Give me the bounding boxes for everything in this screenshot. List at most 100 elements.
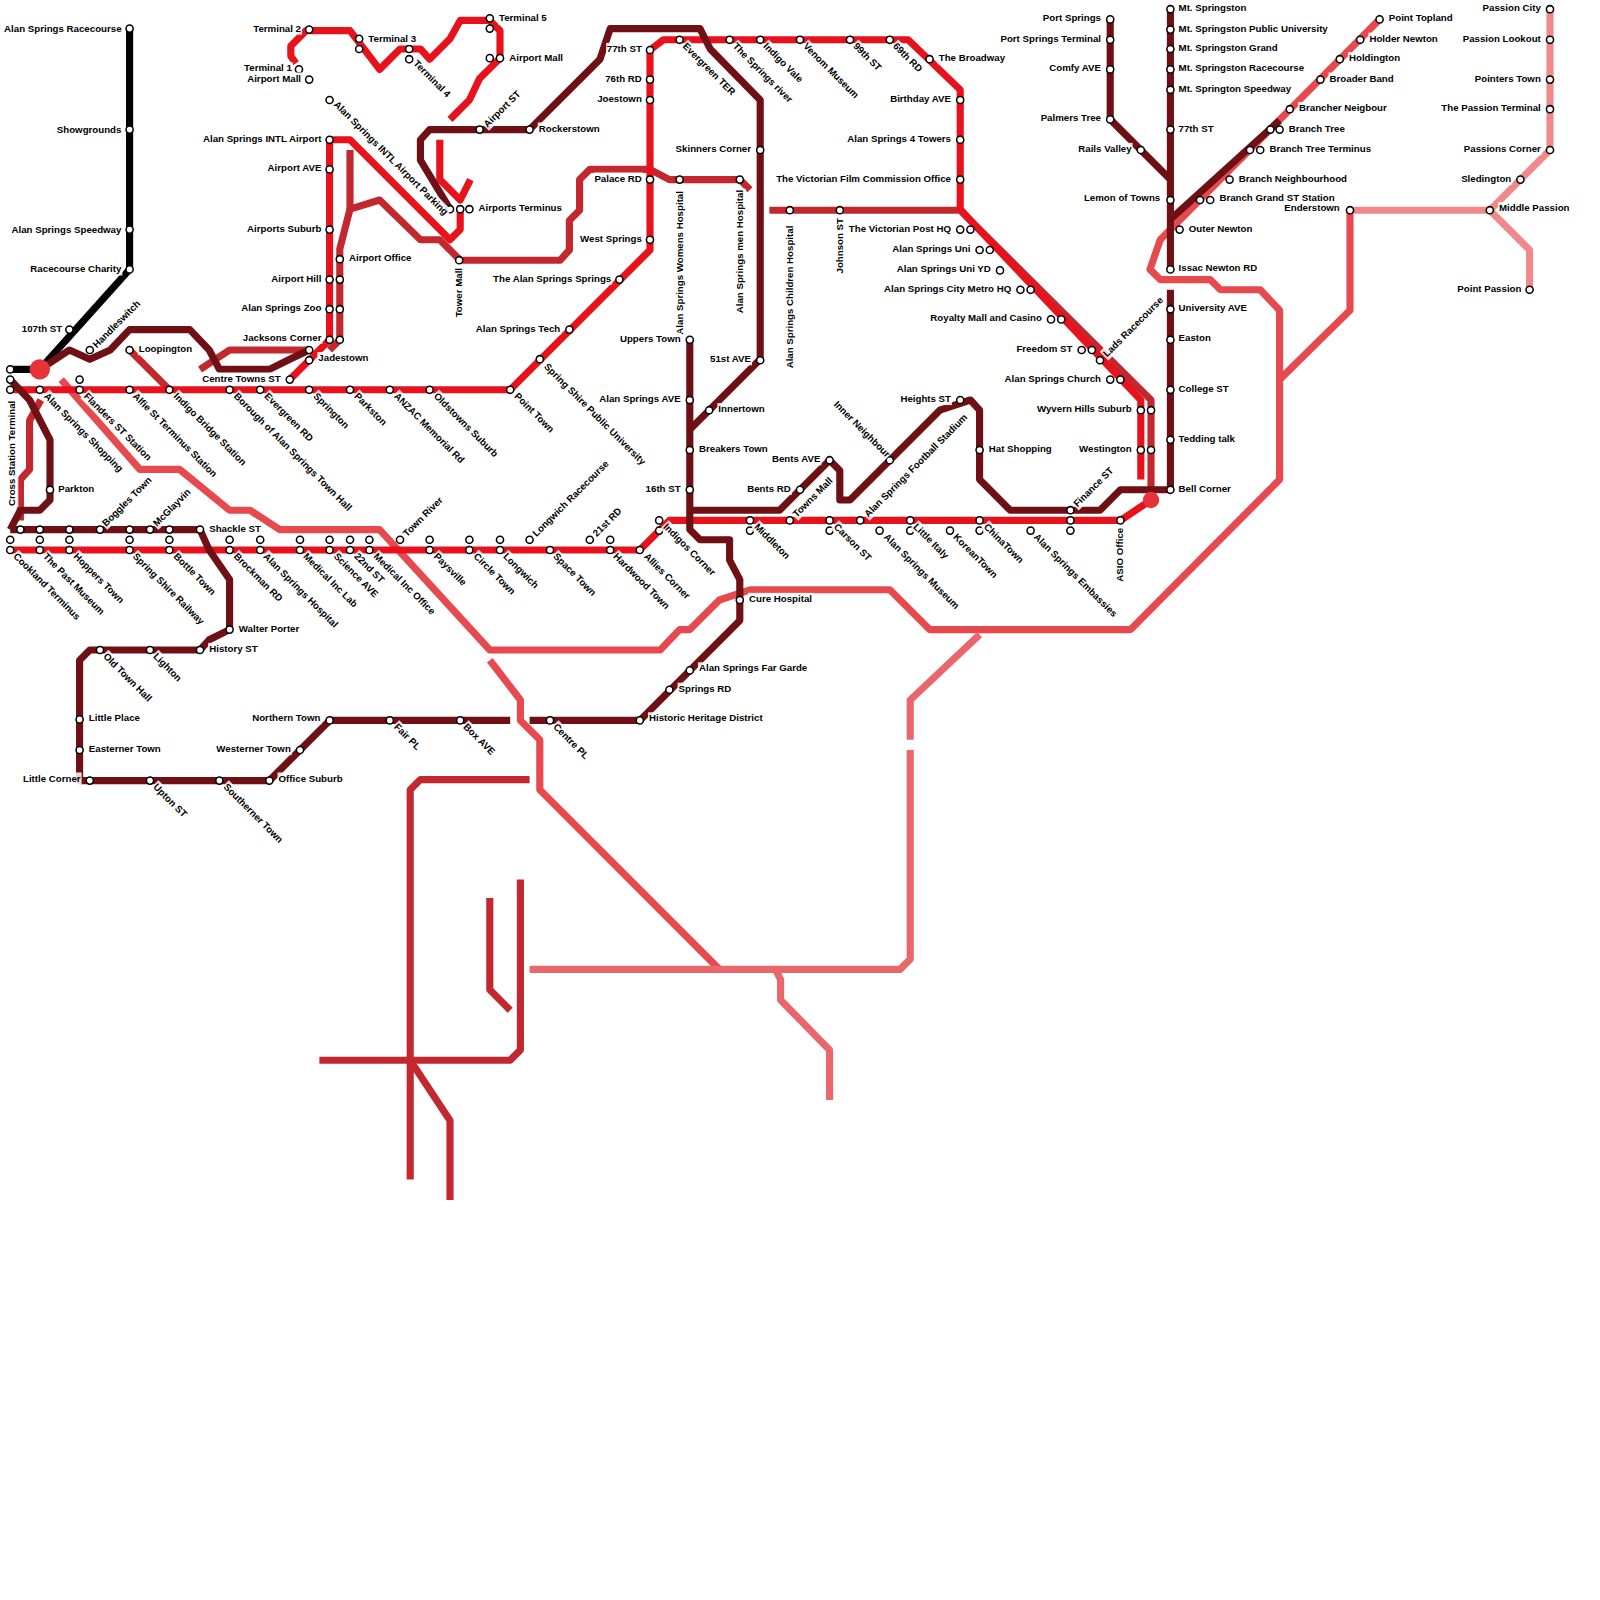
station-label: Upton ST [150, 780, 191, 821]
station-label: Alan Springs men Hospital [734, 189, 746, 314]
station-dot [7, 376, 14, 383]
station-label: Alan Springs Racecourse [3, 22, 122, 34]
station-dot [306, 346, 313, 353]
station-dot [386, 386, 393, 393]
station-dot [746, 517, 753, 524]
station-dot [146, 777, 153, 784]
station-label: Alan Springs Uni YD [896, 263, 992, 275]
station-dot [46, 486, 53, 493]
station-dot [36, 546, 43, 553]
station-dot [1067, 527, 1074, 534]
station-dot [726, 36, 733, 43]
station-dot [126, 526, 133, 533]
station-dot [1286, 106, 1293, 113]
station-dot [826, 457, 833, 464]
station-dot [86, 777, 93, 784]
interchange-blob [1143, 492, 1159, 508]
rail-line [490, 898, 510, 1010]
station-dot [957, 396, 964, 403]
station-dot [76, 716, 83, 723]
station-label: Bents AVE [771, 453, 822, 465]
station-dot [466, 536, 473, 543]
station-label: Heights ST [899, 393, 952, 405]
station-dot [286, 376, 293, 383]
station-dot [607, 536, 614, 543]
station-label: Towns Mall [790, 474, 837, 521]
station-label: Mt. Springston Grand [1178, 42, 1279, 54]
station-dot [907, 517, 914, 524]
station-label: Alan Springs Museum [880, 530, 962, 612]
station-label: Terminal 3 [367, 33, 417, 45]
station-dot [1546, 76, 1553, 83]
station-dot [1137, 146, 1144, 153]
station-dot [876, 527, 883, 534]
station-dot [457, 206, 464, 213]
station-dot [126, 226, 133, 233]
station-dot [126, 536, 133, 543]
station-label: Palmers Tree [1040, 112, 1102, 124]
rail-line [410, 780, 529, 1180]
station-dot [1257, 146, 1264, 153]
station-dot [486, 55, 493, 62]
rail-line [291, 20, 500, 119]
station-label: Westington [1078, 443, 1133, 455]
station-dot [226, 626, 233, 633]
station-dot [126, 386, 133, 393]
station-dot [346, 386, 353, 393]
station-label: Holdington [1348, 52, 1401, 64]
station-dot [706, 407, 713, 414]
station-label: Handleswitch [90, 297, 144, 351]
station-label: 16th ST [645, 483, 682, 495]
station-dot [536, 356, 543, 363]
station-dot [646, 76, 653, 83]
station-dot [456, 257, 463, 264]
station-label: Terminal 5 [498, 12, 548, 24]
station-dot [1067, 517, 1074, 524]
station-label: Royalty Mall and Casino [929, 312, 1043, 324]
rail-line [440, 140, 471, 200]
station-label: Passions Corner [1463, 143, 1542, 155]
station-label: Jadestown [317, 352, 369, 364]
station-dot [546, 546, 553, 553]
station-label: Fair PL [391, 720, 424, 753]
station-dot [326, 336, 333, 343]
station-label: ASIO Office [1114, 527, 1126, 583]
station-label: Lemon of Towns [1083, 192, 1161, 204]
station-dot [1546, 106, 1553, 113]
station-dot [1027, 527, 1034, 534]
station-dot [326, 136, 333, 143]
station-dot [1167, 386, 1174, 393]
station-dot [406, 56, 413, 63]
station-dot [336, 336, 343, 343]
station-dot [306, 357, 313, 364]
station-dot [146, 526, 153, 533]
station-dot [126, 25, 133, 32]
station-dot [1167, 196, 1174, 203]
station-label: Alan Springs Football Stadium [861, 411, 971, 521]
station-dots [7, 6, 1554, 785]
station-label: ANZAC Memorial Rd [391, 390, 468, 467]
station-label: Palace RD [593, 172, 642, 184]
station-dot [146, 646, 153, 653]
station-label: Alan Springs Tech [475, 322, 561, 334]
station-label: Issac Newton RD [1178, 262, 1259, 274]
station-dot [66, 326, 73, 333]
station-dot [796, 36, 803, 43]
station-dot [257, 536, 264, 543]
station-label: Enderstown [1283, 202, 1341, 214]
station-dot [356, 45, 363, 52]
station-label: Airport Mall [508, 52, 564, 64]
station-dot [257, 546, 264, 553]
station-dot [126, 546, 133, 553]
station-label: Airport AVE [267, 162, 323, 174]
station-label: The Alan Springs Springs [492, 272, 612, 284]
station-label: Jacksons Corner [242, 332, 323, 344]
station-label: College ST [1178, 383, 1230, 395]
station-dot [326, 717, 333, 724]
rail-line [10, 29, 129, 370]
station-dot [396, 536, 403, 543]
rail-line [1110, 19, 1170, 179]
station-dot [7, 366, 14, 373]
station-label: Comfy AVE [1048, 62, 1102, 74]
station-dot [306, 76, 313, 83]
